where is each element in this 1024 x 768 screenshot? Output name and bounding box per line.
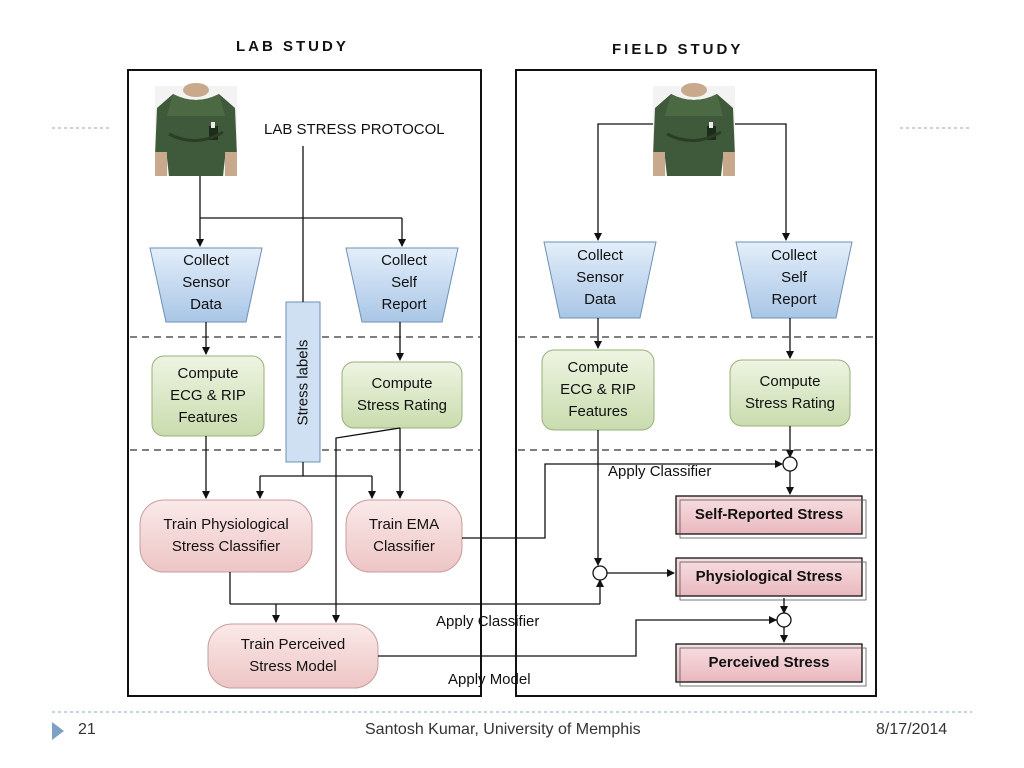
- field-collect-sensor-data: Collect Sensor Data: [576, 247, 624, 308]
- stress-labels-text: Stress labels: [294, 339, 312, 425]
- footer-date: 8/17/2014: [876, 721, 948, 738]
- lab-person-icon: [153, 81, 239, 178]
- footer-author: Santosh Kumar, University of Memphis: [365, 721, 641, 738]
- apply-classifier-bottom-label: Apply Classifier: [436, 613, 540, 630]
- apply-classifier-top-label: Apply Classifier: [608, 463, 712, 480]
- lab-collect-self-report: Collect Self Report: [381, 252, 427, 313]
- self-reported-stress-box: Self-Reported Stress: [694, 506, 844, 523]
- field-compute-ecg-rip-features: Compute ECG & RIP Features: [560, 359, 636, 420]
- lab-compute-stress-rating: Compute Stress Rating: [356, 375, 448, 414]
- lab-study-heading: LAB STUDY: [236, 38, 349, 55]
- perceived-stress-box: Perceived Stress: [708, 654, 830, 671]
- train-perceived-stress-model: Train Perceived Stress Model: [240, 636, 346, 675]
- train-physiological-stress-classifier: Train Physiological Stress Classifier: [163, 516, 289, 555]
- slide-number: 21: [78, 721, 96, 738]
- field-collect-self-report: Collect Self Report: [771, 247, 817, 308]
- lab-compute-ecg-rip-features: Compute ECG & RIP Features: [170, 365, 246, 426]
- field-compute-stress-rating: Compute Stress Rating: [744, 373, 836, 412]
- lab-stress-protocol-label: LAB STRESS PROTOCOL: [264, 121, 445, 138]
- triangle-bullet-icon: [52, 722, 64, 740]
- field-person-icon: [651, 81, 737, 178]
- train-ema-classifier: Train EMA Classifier: [368, 516, 440, 555]
- stress-labels-bar: Stress labels: [286, 302, 320, 462]
- lab-collect-sensor-data: Collect Sensor Data: [182, 252, 230, 313]
- field-study-heading: FIELD STUDY: [612, 41, 744, 58]
- physiological-stress-box: Physiological Stress: [695, 568, 843, 585]
- apply-model-label: Apply Model: [448, 671, 531, 688]
